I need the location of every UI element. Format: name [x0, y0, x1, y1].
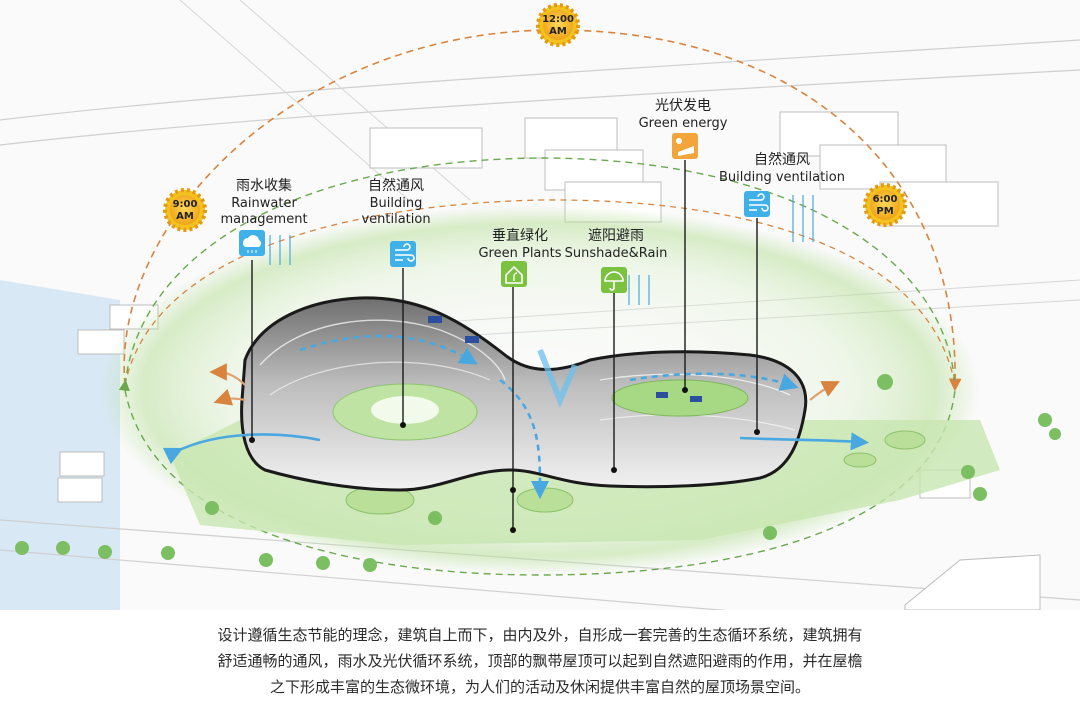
sun-badge-morning-period: AM: [176, 211, 194, 222]
airflow-arrows: [162, 334, 870, 500]
label-ventilation-left-en-1: Building: [370, 196, 423, 211]
label-green-energy: 光伏发电 Green energy: [639, 98, 728, 131]
eco-building-diagram: 9:00 AM 12:00 AM 6:00 PM: [0, 0, 1080, 610]
orange-inner-arc: [124, 199, 956, 386]
caption-line-2: 舒适通畅的通风，雨水及光伏循环系统，顶部的飘带屋顶可以起到自然遮阳避雨的作用，并…: [217, 652, 863, 670]
sun-badge-morning: 9:00 AM: [163, 188, 207, 232]
building: [240, 296, 808, 492]
callout-dots: [249, 387, 760, 533]
wind-icon: [390, 241, 416, 267]
label-rainwater-en-1: Rainwater: [231, 196, 297, 211]
label-green-plants-en: Green Plants: [478, 246, 561, 261]
context-block: [369, 127, 483, 169]
solar-panel: [428, 316, 442, 323]
building-mass: [240, 296, 808, 492]
label-sunshade-cn: 遮阳避雨: [588, 228, 644, 244]
solar-panel: [656, 392, 668, 398]
rain-cloud-icon: [239, 230, 265, 256]
sun-badge-noon-time: 12:00: [542, 14, 574, 25]
context-block: [59, 451, 105, 477]
context-block: [57, 477, 103, 503]
roof-garden-right: [611, 379, 749, 417]
label-ventilation-right-en: Building ventilation: [719, 170, 845, 185]
solar-panel-icon: [672, 133, 698, 159]
caption: 设计遵循生态节能的理念，建筑自上而下，由内及外，自形成一套完善的生态循环系统，建…: [0, 612, 1080, 718]
label-green-energy-en: Green energy: [639, 116, 728, 131]
sun-badge-evening-period: PM: [876, 206, 893, 217]
rain-arrows: [269, 195, 814, 305]
caption-line-1: 设计遵循生态节能的理念，建筑自上而下，由内及外，自形成一套完善的生态循环系统，建…: [217, 626, 863, 644]
label-sunshade-en: Sunshade&Rain: [565, 246, 668, 261]
sun-badge-evening: 6:00 PM: [863, 183, 907, 227]
callout-lines: [251, 160, 758, 530]
label-sunshade: 遮阳避雨 Sunshade&Rain: [565, 228, 668, 261]
label-rainwater-cn: 雨水收集: [236, 177, 292, 194]
solar-panel: [690, 396, 702, 402]
umbrella-icon: [601, 267, 627, 293]
sun-badge-noon-period: AM: [549, 26, 567, 37]
label-ventilation-right-cn: 自然通风: [754, 151, 810, 168]
green-path-arc-top: [118, 157, 956, 392]
trees: [15, 374, 1061, 572]
label-ventilation-left-en-2: ventilation: [361, 212, 430, 227]
label-green-plants: 垂直绿化 Green Plants: [478, 227, 561, 261]
label-rainwater: 雨水收集 Rainwater management: [220, 177, 307, 227]
house-plant-icon: [501, 261, 527, 287]
sun-badge-evening-time: 6:00: [873, 194, 898, 205]
sun-badge-morning-time: 9:00: [173, 199, 198, 210]
solar-panel: [465, 336, 479, 343]
label-ventilation-left: 自然通风 Building ventilation: [361, 177, 430, 227]
warm-air-arrows: [209, 363, 840, 406]
water-body: [0, 280, 120, 610]
wind-icon: [744, 191, 770, 217]
label-green-plants-cn: 垂直绿化: [492, 227, 548, 244]
context-block: [904, 554, 1041, 610]
label-ventilation-right: 自然通风 Building ventilation: [719, 151, 845, 185]
caption-line-3: 之下形成丰富的生态微环境，为人们的活动及休闲提供丰富自然的屋顶场景空间。: [269, 678, 810, 696]
label-green-energy-cn: 光伏发电: [655, 98, 711, 114]
label-ventilation-left-cn: 自然通风: [368, 177, 424, 194]
sun-badge-noon: 12:00 AM: [536, 3, 580, 47]
label-rainwater-en-2: management: [220, 212, 307, 227]
